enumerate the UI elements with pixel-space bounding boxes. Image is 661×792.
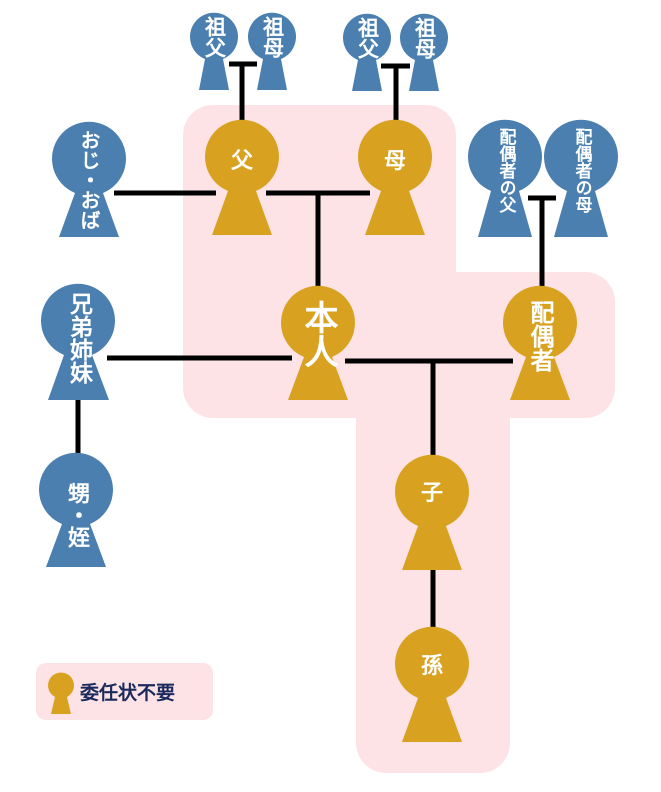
connectors (75, 61, 556, 630)
node-child: 子 (395, 454, 469, 570)
node-spouse-mother (544, 119, 619, 237)
keyhole-icon (358, 119, 432, 235)
paternal-grandmother-label: 祖母 (260, 16, 285, 58)
node-mother: 母 (358, 119, 432, 235)
legend-label: 委任状不要 (79, 681, 175, 704)
node-label: 父 (231, 149, 254, 174)
keyhole-icon (544, 119, 619, 237)
keyhole-icon (400, 13, 449, 92)
spouse-label: 配偶者 (526, 300, 554, 372)
node-label: 子 (421, 481, 443, 506)
paternal-grandfather-label: 祖父 (202, 16, 227, 58)
node-spouse-father (468, 119, 542, 237)
keyhole-icon (281, 285, 356, 400)
spouse-father-label: 配偶者の父 (495, 128, 516, 213)
keyhole-icon (204, 119, 280, 235)
maternal-grandfather-label: 祖父 (355, 17, 380, 59)
node-paternal-grandfather (190, 12, 238, 91)
node-paternal-grandmother (248, 12, 296, 91)
keyhole-icon (395, 626, 469, 742)
node-self (281, 285, 356, 400)
self-label: 本人 (298, 300, 338, 368)
keyhole-icon (468, 119, 542, 237)
keyhole-icon (190, 12, 238, 91)
node-label: 孫 (421, 653, 443, 679)
node-uncle-aunt (52, 121, 127, 237)
siblings-label: 兄弟姉妹 (65, 292, 92, 384)
node-label: 母 (384, 149, 406, 174)
node-siblings (40, 283, 115, 400)
keyhole-icon (503, 285, 578, 400)
node-spouse (503, 285, 578, 400)
spouse-mother-label: 配偶者の母 (571, 128, 592, 213)
keyhole-icon (52, 121, 127, 237)
keyhole-icon (248, 12, 296, 91)
node-nephew-niece (38, 452, 114, 567)
legend: 委任状不要 (36, 663, 213, 720)
uncle-aunt-label: おじ・おば (77, 130, 101, 230)
node-father: 父 (204, 119, 280, 235)
keyhole-icon (395, 454, 469, 570)
keyhole-icon (48, 672, 74, 714)
keyhole-icon (343, 13, 392, 92)
maternal-grandmother-label: 祖母 (412, 17, 437, 59)
nephew-niece-label: 甥・姪 (64, 482, 89, 548)
node-maternal-grandmother (400, 13, 449, 92)
node-grandchild: 孫 (395, 626, 469, 742)
keyhole-icon (38, 452, 114, 567)
keyhole-icon (40, 283, 115, 400)
node-maternal-grandfather (343, 13, 392, 92)
